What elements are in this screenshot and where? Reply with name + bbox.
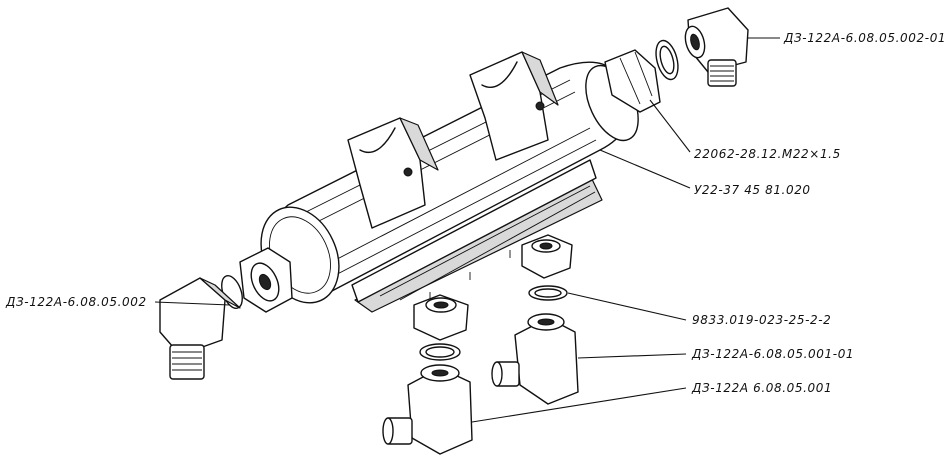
label-body: У22-37 45 81.020: [694, 183, 811, 197]
label-o-ring: 9833.019-023-25-2-2: [692, 313, 831, 327]
cylinder-body: [260, 61, 639, 313]
bottom-nut-left: [413, 294, 469, 341]
label-elbow-bottom: ДЗ-122А 6.08.05.001: [691, 381, 832, 395]
bottom-nut-right: [521, 234, 573, 279]
left-end-nut: [239, 247, 293, 313]
label-nut-thread: 22062-28.12.М22×1.5: [694, 147, 841, 161]
label-elbow-bottom-mid: ДЗ-122А-6.08.05.001-01: [691, 347, 854, 361]
elbow-fitting-left: [159, 277, 241, 380]
label-elbow-left: ДЗ-122А-6.08.05.002: [5, 295, 147, 309]
o-ring-top: [655, 39, 679, 81]
right-end-nut: [604, 49, 661, 113]
elbow-fitting-bottom-mid: [491, 313, 579, 405]
label-elbow-top-right: ДЗ-122А-6.08.05.002-01: [783, 31, 945, 45]
mounting-saddle-right: [469, 51, 559, 161]
o-ring-bottom-left: [419, 343, 461, 361]
elbow-fitting-top-right: [684, 7, 749, 87]
mounting-saddle-left: [347, 117, 439, 229]
elbow-fitting-bottom: [382, 364, 473, 455]
o-ring-bottom-right: [528, 285, 568, 301]
leader-lines: [154, 37, 780, 423]
